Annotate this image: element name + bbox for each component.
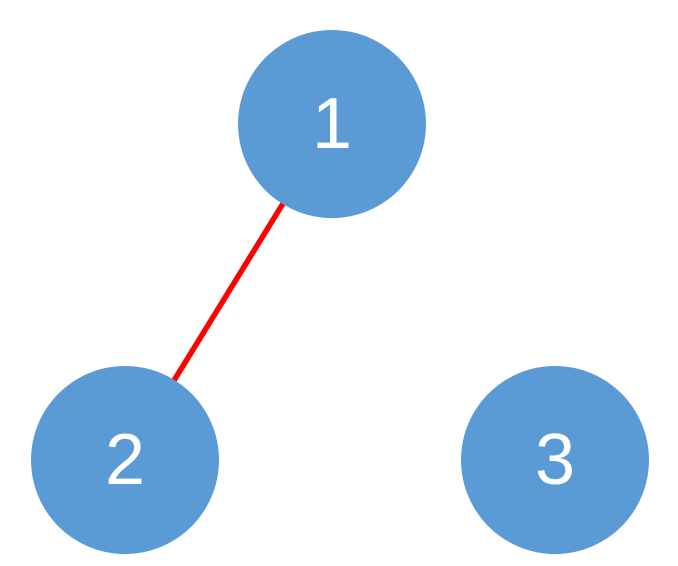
graph-node-3[interactable]: 3 [461,366,649,554]
node-3-label: 3 [534,420,576,500]
node-2-label: 2 [104,420,146,500]
graph-node-1[interactable]: 1 [238,30,426,218]
node-1-label: 1 [311,84,353,164]
graph-node-2[interactable]: 2 [31,366,219,554]
